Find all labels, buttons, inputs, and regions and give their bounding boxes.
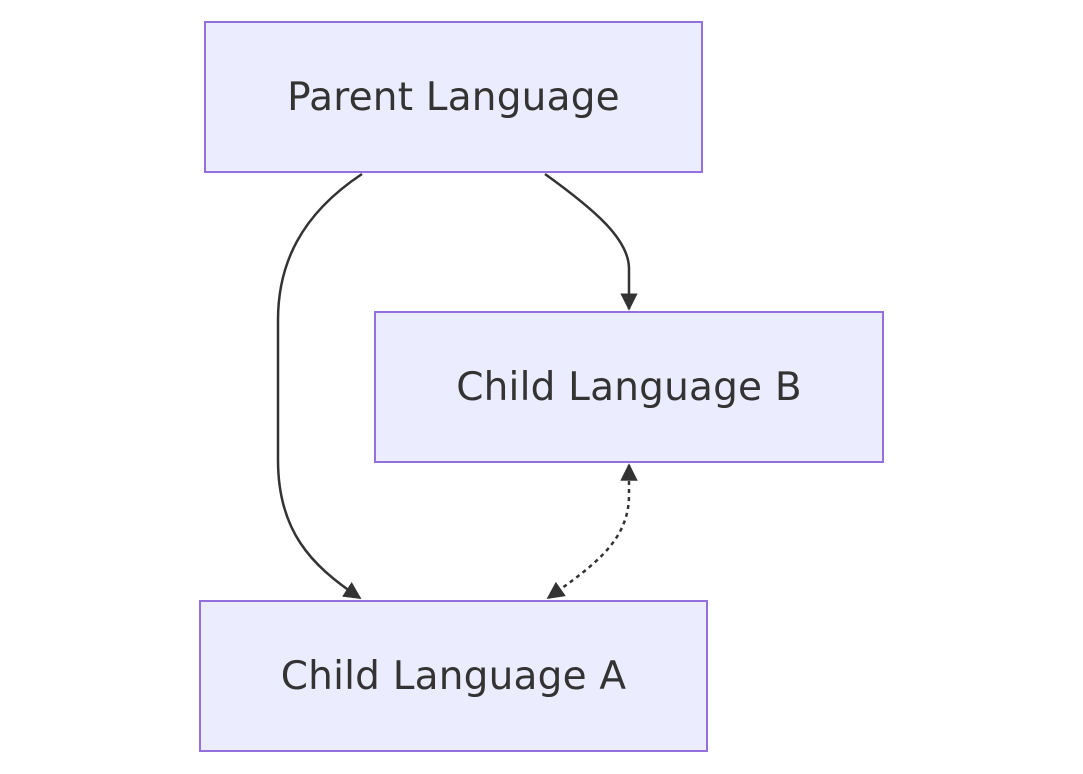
- node-child-language-b-label: Child Language B: [456, 364, 802, 410]
- node-parent-language-label: Parent Language: [287, 74, 620, 120]
- edge-child-b-child-a-dotted: [546, 463, 638, 600]
- node-child-language-a: Child Language A: [199, 600, 708, 752]
- node-parent-language: Parent Language: [204, 21, 703, 173]
- edge-parent-to-child-a: [276, 172, 363, 600]
- edge-parent-to-child-b: [544, 172, 638, 311]
- node-child-language-a-label: Child Language A: [280, 653, 627, 699]
- node-child-language-b: Child Language B: [374, 311, 884, 463]
